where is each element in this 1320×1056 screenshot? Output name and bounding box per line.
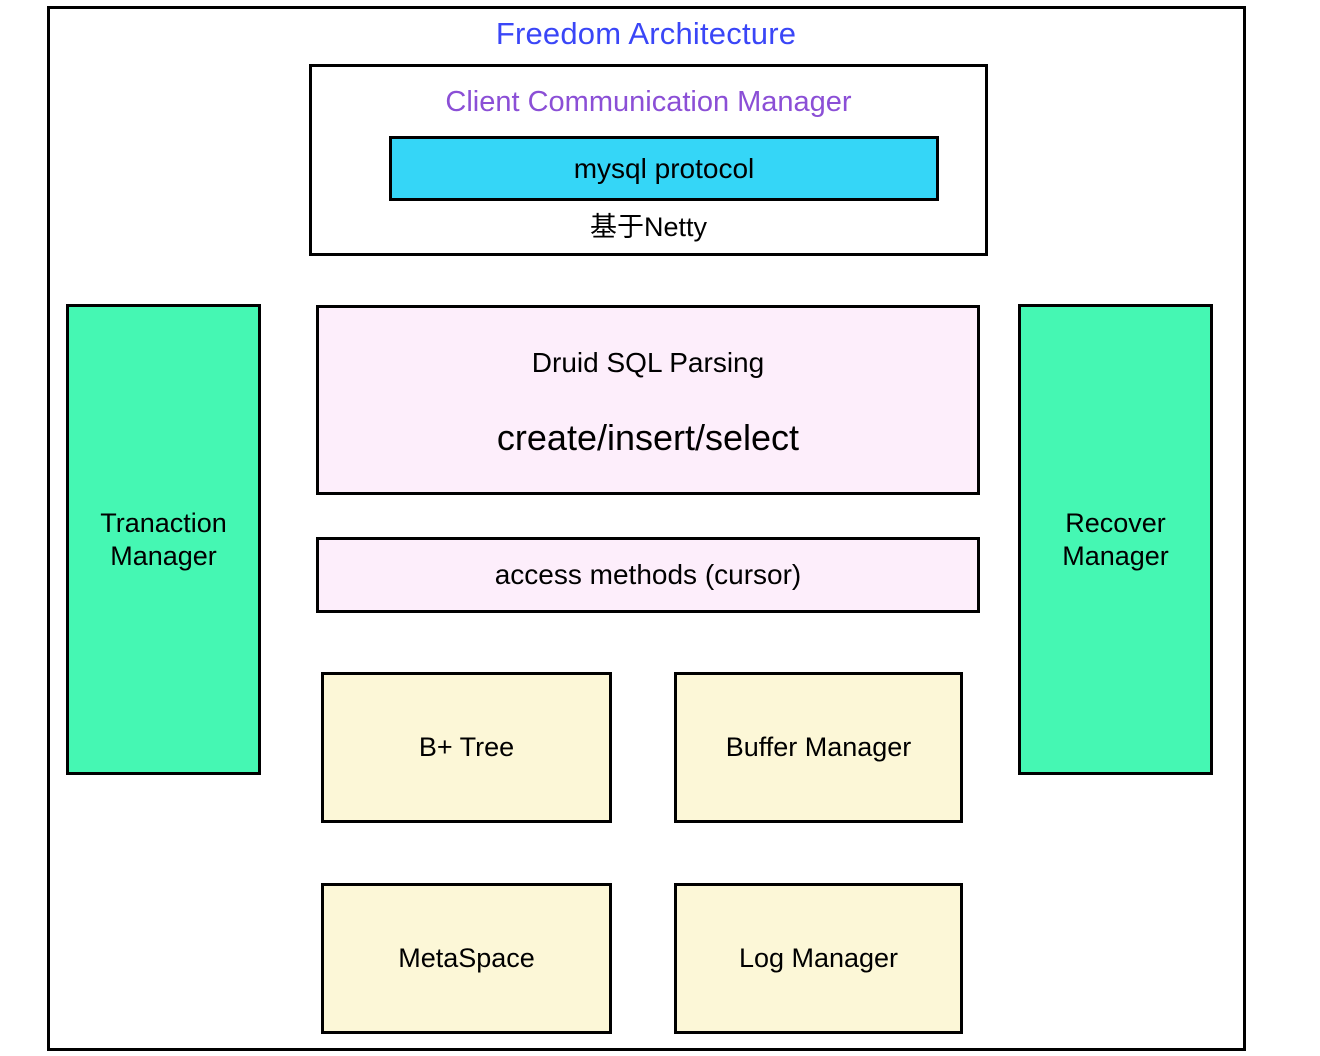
page-title: Freedom Architecture — [495, 16, 797, 51]
client-communication-manager-title: Client Communication Manager — [445, 86, 852, 118]
druid-sql-parsing-box: Druid SQL Parsing create/insert/select — [316, 305, 980, 495]
diagram-outer-frame — [47, 6, 1246, 1051]
client-communication-manager-box: Client Communication Manager mysql proto… — [309, 64, 988, 256]
druid-sql-operations: create/insert/select — [496, 416, 800, 458]
transaction-manager-box: Tranaction Manager — [66, 304, 261, 775]
access-methods-box: access methods (cursor) — [316, 537, 980, 613]
recover-manager-label-line2: Manager — [1062, 540, 1169, 571]
druid-sql-parsing-title: Druid SQL Parsing — [531, 347, 765, 378]
mysql-protocol-box: mysql protocol — [389, 136, 939, 201]
b-plus-tree-box: B+ Tree — [321, 672, 612, 823]
metaspace-box: MetaSpace — [321, 883, 612, 1034]
log-manager-box: Log Manager — [674, 883, 963, 1034]
transaction-manager-label-line1: Tranaction — [100, 508, 227, 539]
netty-footnote: 基于Netty — [589, 212, 708, 242]
buffer-manager-box: Buffer Manager — [674, 672, 963, 823]
recover-manager-label-line1: Recover — [1065, 508, 1166, 539]
recover-manager-box: Recover Manager — [1018, 304, 1213, 775]
transaction-manager-label-line2: Manager — [110, 540, 217, 571]
